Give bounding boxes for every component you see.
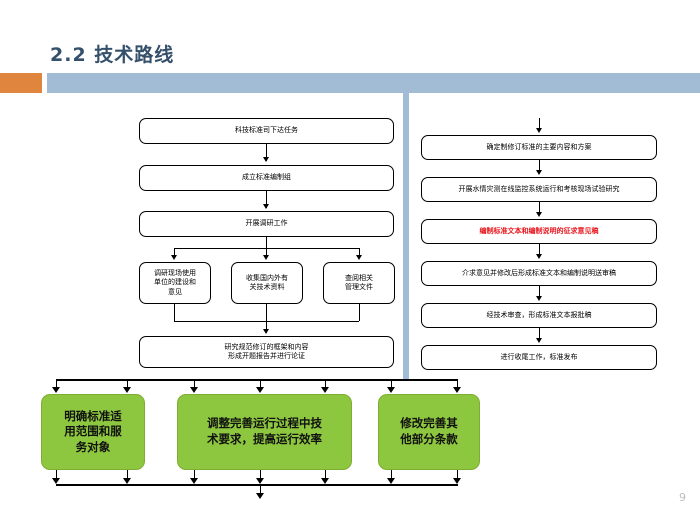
arrow-fanout-a (171, 255, 177, 260)
left-step-1-label: 科技标准司下达任务 (235, 126, 298, 135)
right-step-3-label: 编制标准文本和编制说明的征求意见稿 (479, 226, 599, 235)
outcome-out-3 (194, 470, 195, 480)
outcome-arrow-7 (453, 387, 461, 393)
outcome-out-arrow-2 (123, 478, 131, 484)
page-title: 2.2 技术路线 (50, 44, 175, 66)
outcome-bus-bottom-stem (260, 486, 261, 495)
arrow-right-2 (536, 212, 542, 217)
connector-fanout-b (266, 248, 267, 257)
outcome-out-7 (457, 470, 458, 480)
outcome-box-3: 修改完善其 他部分条款 (378, 394, 480, 470)
arrow-right-5 (536, 338, 542, 343)
connector-right-top (539, 118, 540, 130)
outcome-bus-bottom (56, 484, 458, 486)
connector-fanin-c (359, 304, 360, 321)
outcome-out-5 (325, 470, 326, 480)
left-step-3-label: 开展调研工作 (245, 219, 288, 228)
outcome-out-arrow-4 (256, 478, 264, 484)
outcome-out-2 (127, 470, 128, 480)
arrow-right-1 (536, 170, 542, 175)
connector-fanin-stem (266, 321, 267, 331)
connector-fanout-stem (266, 237, 267, 248)
outcome-arrow-1 (52, 387, 60, 393)
left-step-2-label: 成立标准编制组 (242, 173, 291, 182)
left-step-1: 科技标准司下达任务 (139, 118, 394, 144)
outcome-out-arrow-6 (387, 478, 395, 484)
arrow-fanout-b (263, 255, 269, 260)
outcome-bus-top (56, 379, 458, 381)
left-parallel-3: 查阅相关 管理文件 (323, 262, 395, 304)
right-step-1-label: 确定制修订标准的主要内容和方案 (486, 142, 592, 151)
arrow-merge (263, 329, 269, 334)
outcome-out-arrow-5 (321, 478, 329, 484)
outcome-out-arrow-3 (190, 478, 198, 484)
left-merge-box: 研究规范修订的框架和内容 形成开题报告并进行论证 (139, 336, 394, 368)
right-step-1: 确定制修订标准的主要内容和方案 (421, 135, 657, 160)
left-step-2: 成立标准编制组 (139, 165, 394, 191)
connector-left-2 (266, 191, 267, 208)
outcome-out-arrow-7 (453, 478, 461, 484)
left-parallel-2-label: 收集国内外有 关技术资料 (246, 273, 288, 291)
outcome-feed-6 (391, 379, 392, 389)
right-step-4: 介求意见并修改后形成标准文本和编制说明送审稿 (421, 261, 657, 286)
arrow-left-2 (263, 204, 269, 209)
column-divider (403, 93, 409, 380)
right-step-6: 进行收尾工作，标准发布 (421, 345, 657, 370)
connector-right-1 (539, 160, 540, 173)
outcome-box-1: 明确标准适 用范围和服 务对象 (41, 394, 145, 470)
connector-left-1 (266, 144, 267, 161)
left-parallel-1-label: 调研现场使用 单位的建设和 意见 (154, 268, 196, 296)
outcome-arrow-4 (256, 387, 264, 393)
connector-right-4 (539, 286, 540, 299)
outcome-box-3-label: 修改完善其 他部分条款 (400, 416, 458, 446)
outcome-out-1 (56, 470, 57, 480)
outcome-box-1-label: 明确标准适 用范围和服 务对象 (64, 408, 122, 454)
right-step-4-label: 介求意见并修改后形成标准文本和编制说明送审稿 (462, 268, 616, 277)
header-accent-orange (0, 73, 42, 93)
outcome-box-2-label: 调整完善运行过程中技 术要求，提高运行效率 (207, 416, 322, 446)
arrow-right-4 (536, 296, 542, 301)
right-step-6-label: 进行收尾工作，标准发布 (500, 352, 578, 361)
right-step-5-label: 经技术审查，形成标准文本报批稿 (486, 310, 592, 319)
outcome-feed-5 (325, 379, 326, 389)
arrow-fanout-c (356, 255, 362, 260)
outcome-out-6 (391, 470, 392, 480)
connector-right-3 (539, 244, 540, 257)
arrow-right-top (536, 128, 542, 133)
connector-right-2 (539, 202, 540, 215)
arrow-left-1 (263, 157, 269, 162)
outcome-arrow-6 (387, 387, 395, 393)
right-step-2-label: 开展水情灾测在线监控系统运行和考核现场试验研究 (458, 184, 620, 193)
outcome-bus-bottom-arrow (256, 493, 264, 499)
right-step-2: 开展水情灾测在线监控系统运行和考核现场试验研究 (421, 177, 657, 202)
left-parallel-2: 收集国内外有 关技术资料 (231, 262, 303, 304)
outcome-feed-2 (127, 379, 128, 389)
left-parallel-1: 调研现场使用 单位的建设和 意见 (139, 262, 211, 304)
page-number: 9 (679, 491, 686, 504)
outcome-arrow-5 (321, 387, 329, 393)
connector-right-5 (539, 328, 540, 341)
connector-fanout-a (174, 248, 175, 257)
connector-fanout-c (359, 248, 360, 257)
left-step-3: 开展调研工作 (139, 211, 394, 237)
arrow-right-3 (536, 254, 542, 259)
outcome-out-4 (260, 470, 261, 480)
outcome-out-arrow-1 (52, 478, 60, 484)
outcome-arrow-3 (190, 387, 198, 393)
left-merge-label: 研究规范修订的框架和内容 形成开题报告并进行论证 (224, 342, 309, 360)
right-step-3: 编制标准文本和编制说明的征求意见稿 (421, 219, 657, 244)
outcome-feed-1 (56, 379, 57, 389)
outcome-feed-7 (457, 379, 458, 389)
connector-fanin-b (266, 304, 267, 321)
connector-fanin-a (174, 304, 175, 321)
left-parallel-3-label: 查阅相关 管理文件 (345, 273, 373, 291)
outcome-feed-3 (194, 379, 195, 389)
right-step-5: 经技术审查，形成标准文本报批稿 (421, 303, 657, 328)
header-bar-blue (47, 73, 700, 93)
outcome-arrow-2 (123, 387, 131, 393)
outcome-box-2: 调整完善运行过程中技 术要求，提高运行效率 (177, 394, 352, 470)
outcome-feed-4 (260, 379, 261, 389)
